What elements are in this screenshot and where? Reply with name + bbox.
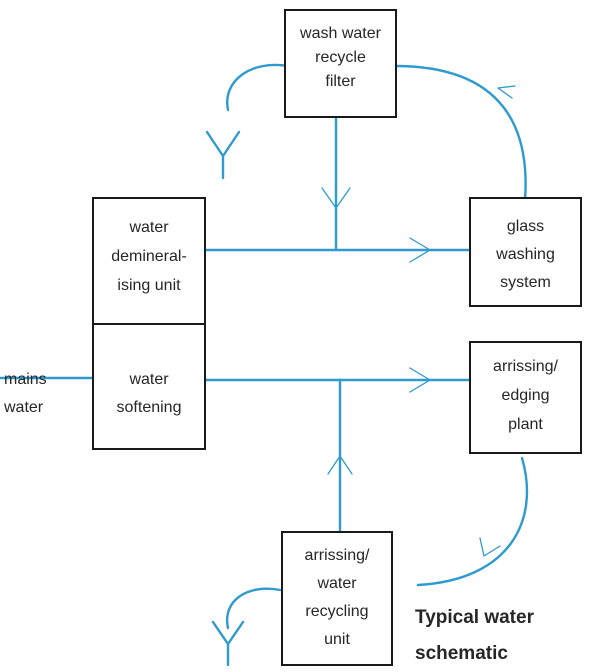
wash-filter-label: wash water recycle filter [300,25,381,90]
mains-water-label: mains water [4,371,47,416]
flow-filter-return-loop [393,64,527,202]
arrow-recycling-up [327,455,353,475]
arrow-to-glass-washing [409,237,431,263]
arrow-filter-return [497,85,516,99]
edging-plant-label: arrissing/ edging plant [493,358,558,433]
glass-washing-label: glass washing system [496,218,555,291]
flow-edging-to-recycling-loop [416,456,529,587]
wash-water-filter-box [284,9,397,118]
drain-symbol-top [205,130,241,180]
diagram-title: Typical water schematic [415,607,534,664]
flow-recycling-waste-curve [225,587,282,630]
water-softening-box [92,323,206,450]
demineralising-unit-box [92,197,206,325]
arrow-to-edging [409,367,431,393]
drain-symbol-bottom [211,620,245,667]
arrow-filter-down [321,187,351,209]
water-recycling-box [281,531,393,666]
glass-washing-box [469,197,582,307]
demin-unit-label: water demineral- ising unit [111,219,187,294]
softening-label: water softening [116,371,182,416]
arrissing-edging-box [469,341,582,454]
arrow-edging-return [479,537,501,557]
flow-filter-waste-curve [226,63,290,112]
recycling-unit-label: arrissing/ water recycling unit [304,547,370,648]
